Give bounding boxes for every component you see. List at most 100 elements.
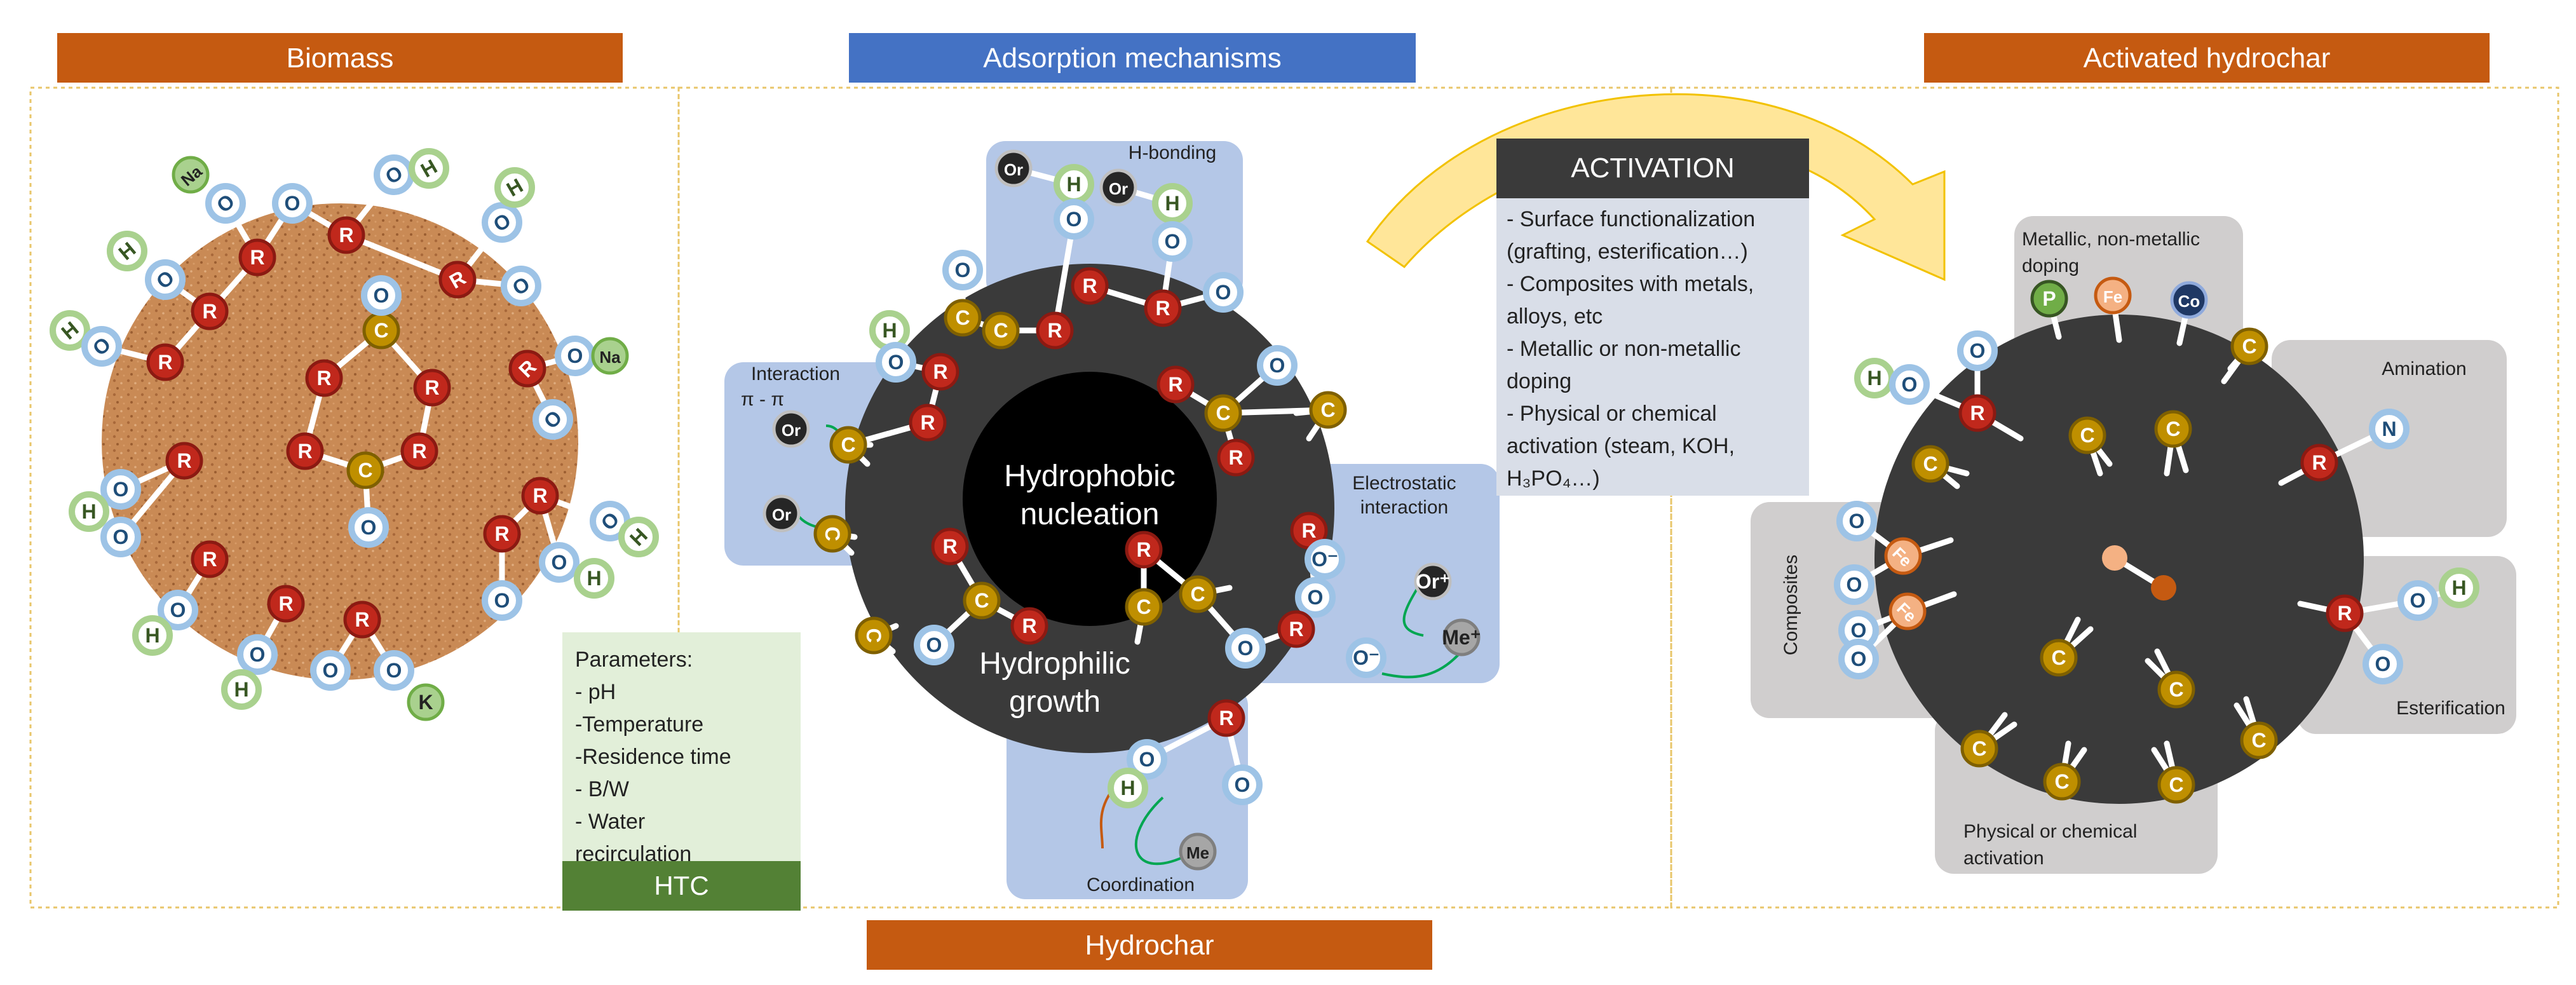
- biomass-atom-o-10: O: [482, 202, 522, 243]
- biomass-atom-r-26: R: [400, 432, 438, 470]
- svg-text:C: C: [374, 319, 388, 342]
- activated-panel-frame: [1670, 86, 2559, 909]
- activated-atom-o-22: O: [2362, 644, 2403, 684]
- biomass-atom-h-31: H: [69, 491, 109, 532]
- svg-text:O: O: [1066, 208, 1082, 231]
- activated-atom-c-3: C: [2230, 327, 2268, 365]
- svg-text:R: R: [1022, 615, 1036, 637]
- core-label-line1: Hydrophobic: [1004, 459, 1175, 493]
- hydrochar-atom-o-8: O: [1203, 272, 1244, 313]
- activated-atom-o-6: O: [1957, 330, 1998, 371]
- biomass-atom-o-32: O: [100, 517, 141, 557]
- svg-text:Me: Me: [1186, 843, 1209, 862]
- biomass-atom-r-25: R: [286, 432, 324, 470]
- svg-text:C: C: [1216, 402, 1230, 425]
- hydrochar-atom-h-13: H: [869, 310, 910, 351]
- biomass-atom-r-34: R: [483, 515, 521, 553]
- svg-text:H: H: [1120, 777, 1135, 799]
- biomass-atom-r-45: R: [343, 601, 381, 639]
- svg-text:H: H: [586, 567, 601, 590]
- biomass-atom-h-6: H: [409, 148, 449, 189]
- pi-label-line1: Interaction: [751, 363, 840, 384]
- svg-text:R: R: [1301, 519, 1316, 542]
- biomass-bond-4: [343, 232, 461, 283]
- svg-text:C: C: [2169, 678, 2183, 701]
- biomass-atom-o-3: O: [272, 183, 313, 224]
- svg-text:R: R: [1155, 297, 1170, 320]
- svg-text:O⁻: O⁻: [1312, 548, 1338, 571]
- hydrochar-atom-r-26: R: [1290, 512, 1328, 550]
- biomass-atom-o-47: O: [374, 650, 414, 691]
- hydrochar-panel-frame: [677, 86, 1672, 909]
- svg-text:H: H: [234, 678, 248, 701]
- activated-header-bar: [1924, 33, 2490, 83]
- svg-text:Or: Or: [1109, 179, 1128, 198]
- hydrochar-atom-r-25: R: [1217, 438, 1255, 477]
- coord-arrow-green: [1134, 796, 1189, 866]
- svg-text:O: O: [1235, 773, 1251, 796]
- svg-text:C: C: [974, 589, 989, 612]
- activated-atom-c-23: C: [2040, 639, 2078, 677]
- hydrochar-atom-or-19: Or: [763, 494, 801, 533]
- svg-text:O: O: [1902, 373, 1918, 396]
- svg-text:O: O: [567, 344, 583, 367]
- electro-arrow-2: [1381, 650, 1463, 679]
- activated-atom-fe-14: Fe: [1884, 537, 1922, 575]
- param-residence-time: -Residence time: [575, 745, 731, 769]
- svg-text:R: R: [532, 484, 547, 507]
- activated-atom-c-26: C: [1960, 730, 1998, 768]
- svg-text:R: R: [1082, 275, 1097, 297]
- activation-line-4: alloys, etc: [1507, 304, 1603, 329]
- activated-atom-p-0: P: [2030, 280, 2068, 318]
- hydrochar-atom-o-43: O: [1222, 764, 1263, 805]
- svg-text:C: C: [1320, 398, 1335, 421]
- hydrochar-atom-r-15: R: [921, 353, 959, 391]
- hydrochar-atom-h-45: H: [1108, 768, 1148, 808]
- svg-text:R: R: [424, 376, 439, 399]
- biomass-atom-h-7: H: [107, 231, 147, 271]
- activated-atom-co-2: Co: [2170, 281, 2208, 319]
- svg-text:O: O: [1851, 648, 1867, 670]
- svg-text:R: R: [1228, 446, 1243, 469]
- hydrochar-header-bar: [867, 920, 1432, 970]
- svg-text:O: O: [888, 351, 904, 374]
- svg-text:O: O: [955, 259, 971, 282]
- svg-text:H: H: [1165, 192, 1179, 215]
- biomass-atom-na-0: Na: [172, 156, 210, 194]
- svg-text:C: C: [2080, 424, 2094, 447]
- hydrochar-atom-o-23: O: [1257, 345, 1298, 386]
- svg-text:Or⁺: Or⁺: [1416, 570, 1450, 593]
- activated-atom-fe-17: Fe: [1888, 592, 1927, 630]
- svg-text:C: C: [821, 526, 844, 541]
- svg-text:K: K: [418, 691, 433, 714]
- biomass-atom-o-15: O: [361, 275, 402, 316]
- core-label-line2: nucleation: [1020, 498, 1160, 531]
- biomass-atom-o-28: O: [348, 507, 389, 548]
- biomass-atom-o-8: O: [145, 259, 186, 300]
- hydrochar-atom-o-28: O: [1295, 577, 1336, 618]
- biomass-header-bar: [57, 33, 623, 83]
- svg-text:R: R: [920, 411, 935, 434]
- svg-text:C: C: [358, 459, 372, 482]
- biomass-atom-o-23: O: [81, 326, 122, 367]
- svg-text:R: R: [1970, 402, 1984, 425]
- pi-label-line2: π - π: [741, 389, 784, 410]
- svg-text:O: O: [170, 599, 186, 622]
- hydrochar-atom-o-minus-31: O⁻: [1346, 637, 1386, 678]
- biomass-atom-h-41: H: [132, 615, 173, 656]
- biomass-atom-o-37: O: [539, 542, 580, 583]
- svg-text:O: O: [1216, 281, 1231, 304]
- electro-label-line2: interaction: [1360, 497, 1448, 518]
- activated-atom-h-21: H: [2439, 567, 2479, 608]
- svg-text:R: R: [1047, 319, 1062, 342]
- svg-text:O: O: [1849, 510, 1865, 533]
- biomass-atom-o-46: O: [310, 650, 351, 691]
- activated-atom-fe-1: Fe: [2094, 276, 2132, 315]
- physchem-label-line2: activation: [1963, 848, 2044, 869]
- biomass-atom-r-33: R: [521, 477, 559, 515]
- hydrochar-atom-o-40: O: [1225, 628, 1266, 669]
- biomass-atom-k-48: K: [407, 683, 445, 721]
- hydrochar-atom-or-0: Or: [994, 149, 1033, 187]
- activated-atom-o-20: O: [2397, 580, 2438, 621]
